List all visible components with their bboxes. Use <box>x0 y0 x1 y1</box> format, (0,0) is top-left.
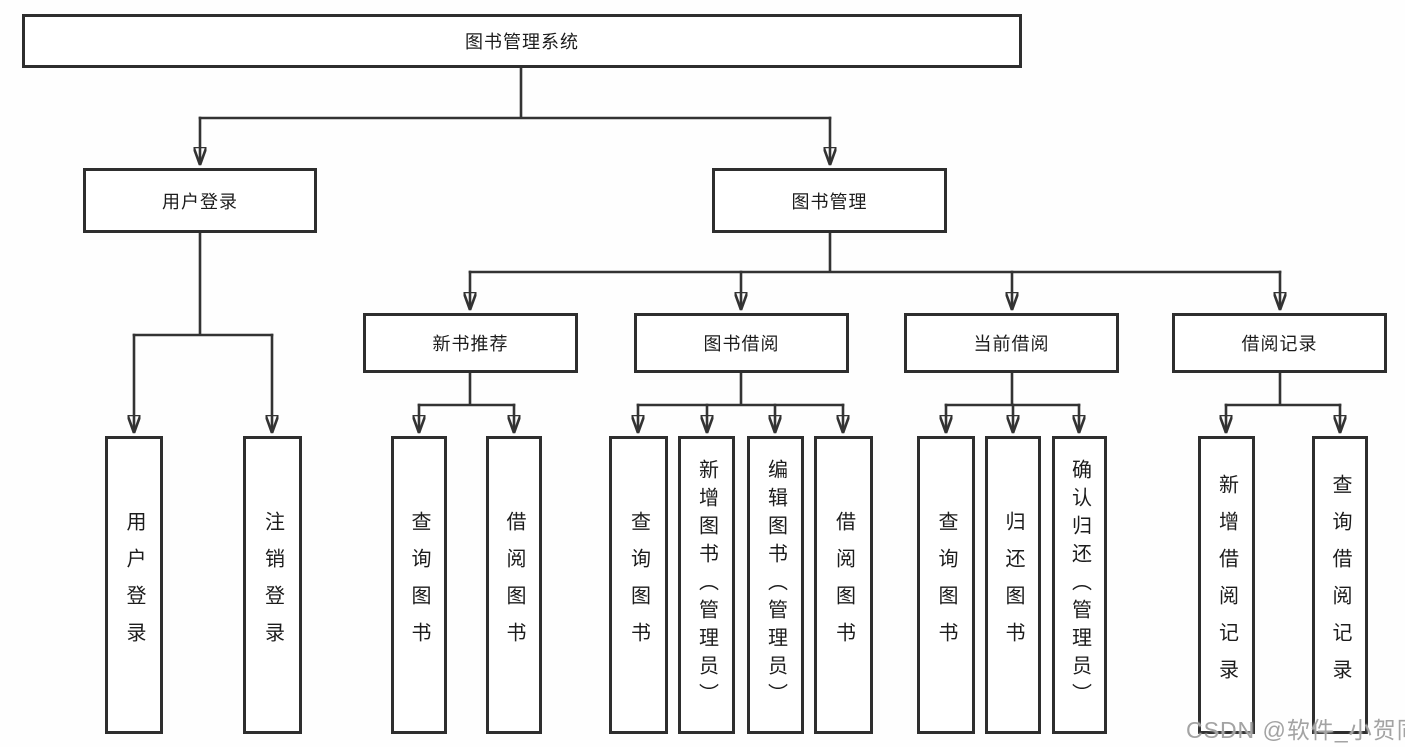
node-borrowing-records: 借阅记录 <box>1172 313 1387 373</box>
node-user-login-branch: 用户登录 <box>83 168 317 233</box>
leaf-query-books-recommend: 查询图书 <box>391 436 447 734</box>
leaf-user-login: 用户登录 <box>105 436 163 734</box>
node-book-borrowing: 图书借阅 <box>634 313 849 373</box>
node-current-borrowing-label: 当前借阅 <box>973 334 1050 354</box>
node-book-management: 图书管理 <box>712 168 947 233</box>
node-book-management-label: 图书管理 <box>791 191 868 212</box>
leaf-query-books-current: 查询图书 <box>917 436 975 734</box>
leaf-logout: 注销登录 <box>243 436 302 734</box>
node-new-book-recommendation: 新书推荐 <box>363 313 578 373</box>
leaf-borrow-books-borrowing: 借阅图书 <box>814 436 873 734</box>
leaf-query-borrow-record: 查询借阅记录 <box>1312 436 1368 734</box>
leaf-add-borrow-record: 新增借阅记录 <box>1198 436 1255 734</box>
node-user-login-branch-label: 用户登录 <box>162 191 238 212</box>
leaf-query-books-borrowing: 查询图书 <box>609 436 668 734</box>
leaf-confirm-return-admin: 确认归还（管理员） <box>1052 436 1107 734</box>
csdn-watermark: CSDN @软件_小贺同学 <box>1186 717 1405 743</box>
node-new-book-recommendation-label: 新书推荐 <box>432 334 509 354</box>
node-root-label: 图书管理系统 <box>465 32 579 52</box>
leaf-return-books: 归还图书 <box>985 436 1041 734</box>
node-book-borrowing-label: 图书借阅 <box>703 334 780 354</box>
leaf-borrow-books-recommend: 借阅图书 <box>486 436 542 734</box>
leaf-add-book-admin: 新增图书（管理员） <box>678 436 735 734</box>
leaf-edit-book-admin: 编辑图书（管理员） <box>747 436 804 734</box>
node-root: 图书管理系统 <box>22 14 1022 68</box>
node-current-borrowing: 当前借阅 <box>904 313 1119 373</box>
node-borrowing-records-label: 借阅记录 <box>1241 334 1318 354</box>
